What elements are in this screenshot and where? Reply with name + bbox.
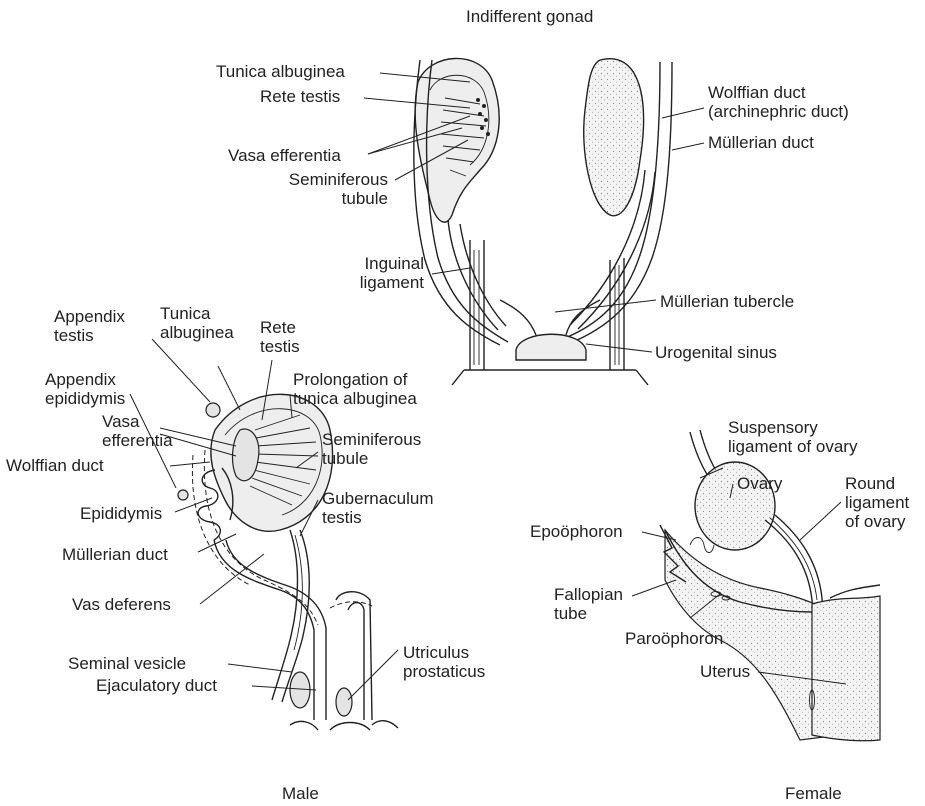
title-female: Female [785, 784, 842, 803]
label-seminal-vesicle: Seminal vesicle [68, 654, 186, 673]
label-epoophoron: Epoöphoron [530, 522, 623, 541]
label-tunica-albuginea-top: Tunica albuginea [216, 62, 345, 81]
label-epididymis: Epididymis [80, 504, 162, 523]
indifferent-gonad-drawing [414, 58, 672, 385]
label-uterus: Uterus [700, 662, 750, 681]
label-vasa-efferentia-top: Vasa efferentia [228, 146, 341, 165]
label-ejaculatory-duct: Ejaculatory duct [96, 676, 217, 695]
label-mullerian-top: Müllerian duct [708, 133, 814, 152]
label-ovary: Ovary [737, 474, 782, 493]
label-mullerian-tubercle: Müllerian tubercle [660, 292, 794, 311]
label-mullerian-male: Müllerian duct [62, 545, 168, 564]
label-paroophoron: Paroöphoron [625, 629, 723, 648]
title-indifferent-gonad: Indifferent gonad [466, 7, 593, 26]
label-vas-deferens: Vas deferens [72, 595, 171, 614]
label-rete-testis-top: Rete testis [260, 87, 340, 106]
label-wolffian-male: Wolffian duct [6, 456, 104, 475]
label-wolffian-top: Wolffian duct(archinephric duct) [708, 83, 849, 121]
label-urogenital-sinus: Urogenital sinus [655, 343, 777, 362]
title-male: Male [282, 784, 319, 803]
